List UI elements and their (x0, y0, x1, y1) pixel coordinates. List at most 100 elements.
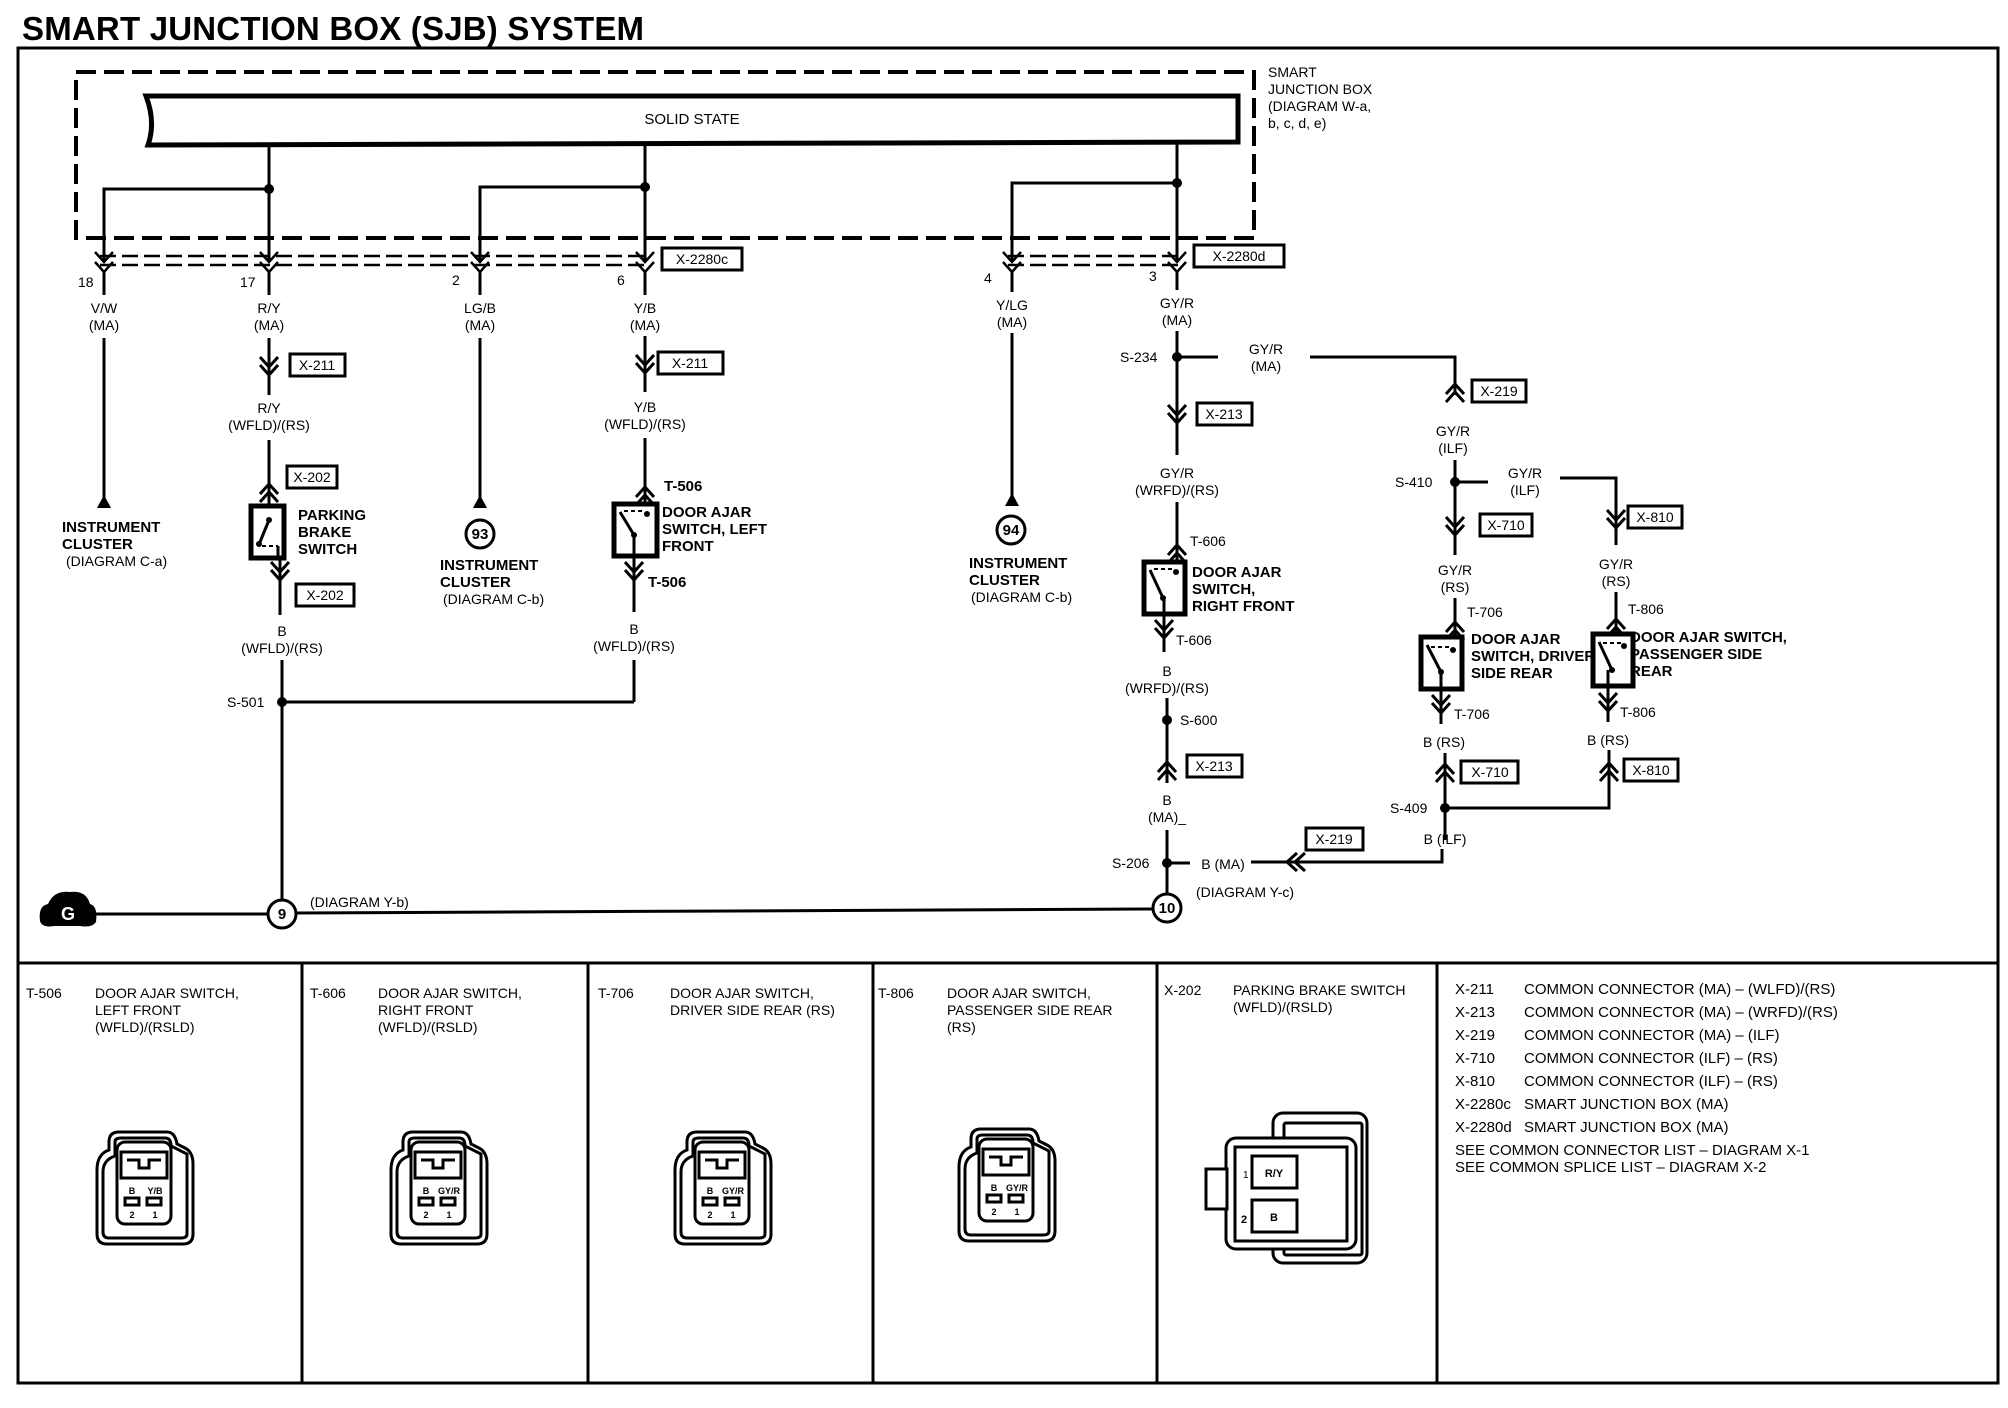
circuit-6: Y/B (MA) X-211 Y/B (WFLD)/(RS) T-506 DOO… (593, 270, 767, 702)
legend-code: X-810 (1455, 1073, 1495, 1090)
legend-desc: COMMON CONNECTOR (ILF) – (RS) (1524, 1050, 1778, 1067)
svg-text:RIGHT FRONT: RIGHT FRONT (1192, 598, 1295, 615)
svg-text:LEFT FRONT: LEFT FRONT (95, 1002, 182, 1018)
circuit-3: GY/R (MA) S-234 GY/R (MA) X-213 GY/R (WR… (1112, 270, 1295, 898)
svg-text:S-600: S-600 (1180, 712, 1218, 728)
solid-state-block (142, 93, 1241, 148)
svg-text:DOOR AJAR: DOOR AJAR (1471, 631, 1561, 648)
connector-x2280c[interactable]: X-2280c (660, 246, 744, 272)
svg-text:(WFLD)/(RS): (WFLD)/(RS) (604, 416, 686, 432)
svg-text:S-409: S-409 (1390, 800, 1428, 816)
legend-code: X-2280d (1455, 1119, 1512, 1136)
svg-text:4: 4 (984, 270, 992, 286)
svg-text:DOOR AJAR SWITCH,: DOOR AJAR SWITCH, (670, 985, 814, 1001)
svg-text:T-706: T-706 (1467, 604, 1503, 620)
svg-text:(MA): (MA) (997, 314, 1027, 330)
svg-text:T-606: T-606 (310, 985, 346, 1001)
pin-number: 1 (730, 1210, 735, 1220)
legend-desc: COMMON CONNECTOR (MA) – (ILF) (1524, 1027, 1780, 1044)
legend-desc: SMART JUNCTION BOX (MA) (1524, 1096, 1728, 1113)
pin-number: 1 (152, 1210, 157, 1220)
circuit-4: Y/LG (MA) 94 INSTRUMENT CLUSTER (DIAGRAM… (969, 270, 1072, 605)
svg-text:PASSENGER SIDE REAR: PASSENGER SIDE REAR (947, 1002, 1112, 1018)
connector-view-t506[interactable]: T-506 DOOR AJAR SWITCH, LEFT FRONT (WFLD… (26, 985, 239, 1035)
connector-x2280d[interactable]: X-2280d (1192, 243, 1286, 269)
svg-text:B (MA): B (MA) (1201, 856, 1245, 872)
ground-bus: G 9 (DIAGRAM Y-b) 10 (DIAGRAM Y-c) (39, 884, 1294, 930)
svg-text:Y/B: Y/B (634, 300, 657, 316)
svg-text:(MA): (MA) (1162, 312, 1192, 328)
legend-code: X-2280c (1455, 1096, 1511, 1113)
svg-text:RIGHT FRONT: RIGHT FRONT (378, 1002, 474, 1018)
svg-text:(WFLD)/(RSLD): (WFLD)/(RSLD) (1233, 999, 1333, 1015)
connector-view-t606[interactable]: T-606 DOOR AJAR SWITCH, RIGHT FRONT (WFL… (310, 985, 522, 1035)
svg-text:SWITCH: SWITCH (298, 541, 357, 558)
connector-view-t706[interactable]: T-706 DOOR AJAR SWITCH, DRIVER SIDE REAR… (598, 985, 835, 1018)
pin-number: 2 (707, 1210, 712, 1220)
svg-text:T-806: T-806 (1628, 601, 1664, 617)
svg-text:DOOR AJAR: DOOR AJAR (1192, 564, 1282, 581)
svg-text:(MA)_: (MA)_ (1148, 809, 1186, 825)
door-ajar-switch-passenger-rear (1590, 631, 1636, 689)
svg-text:R/Y: R/Y (257, 300, 281, 316)
svg-text:X-213: X-213 (1205, 406, 1243, 422)
legend-desc: COMMON CONNECTOR (MA) – (WLFD)/(RS) (1524, 981, 1835, 998)
page-title: SMART JUNCTION BOX (SJB) SYSTEM (22, 10, 645, 47)
connector-face-x202: R/Y B 1 2 (1204, 1111, 1369, 1265)
svg-text:(WFLD)/(RSLD): (WFLD)/(RSLD) (95, 1019, 195, 1035)
svg-text:17: 17 (240, 274, 256, 290)
sjb-label: SMART JUNCTION BOX (DIAGRAM W-a, b, c, d… (1268, 64, 1373, 131)
svg-text:V/W: V/W (91, 300, 118, 316)
svg-text:LG/B: LG/B (464, 300, 496, 316)
svg-text:T-806: T-806 (878, 985, 914, 1001)
pin-wire-label: B (991, 1183, 998, 1193)
svg-text:X-202: X-202 (293, 469, 331, 485)
svg-text:(RS): (RS) (947, 1019, 976, 1035)
pin-wire-label: GY/R (1006, 1183, 1029, 1193)
connector-view-t806[interactable]: T-806 DOOR AJAR SWITCH, PASSENGER SIDE R… (878, 985, 1112, 1035)
svg-text:FRONT: FRONT (662, 538, 714, 555)
svg-text:R/Y: R/Y (257, 400, 281, 416)
svg-text:GY/R: GY/R (1249, 341, 1283, 357)
svg-text:DOOR AJAR SWITCH,: DOOR AJAR SWITCH, (378, 985, 522, 1001)
svg-text:INSTRUMENT: INSTRUMENT (969, 555, 1067, 572)
legend-code: X-211 (1455, 981, 1494, 998)
connector-view-x202[interactable]: X-202 PARKING BRAKE SWITCH (WFLD)/(RSLD) (1164, 982, 1405, 1015)
legend-code: X-213 (1455, 1004, 1495, 1021)
pin-number: 1 (1014, 1207, 1019, 1217)
legend-code: X-219 (1455, 1027, 1495, 1044)
svg-text:GY/R: GY/R (1508, 465, 1542, 481)
legend-code: X-710 (1455, 1050, 1495, 1067)
svg-text:T-606: T-606 (1190, 533, 1226, 549)
svg-text:X-202: X-202 (306, 587, 344, 603)
svg-text:(MA): (MA) (465, 317, 495, 333)
pin-wire-label: GY/R (722, 1186, 745, 1196)
svg-text:T-706: T-706 (1454, 706, 1490, 722)
svg-text:X-810: X-810 (1636, 509, 1674, 525)
svg-text:(DIAGRAM Y-c): (DIAGRAM Y-c) (1196, 884, 1294, 900)
svg-text:X-2280c: X-2280c (676, 251, 728, 267)
svg-text:PARKING: PARKING (298, 507, 366, 524)
svg-text:b, c, d, e): b, c, d, e) (1268, 115, 1326, 131)
solid-state-label: SOLID STATE (644, 111, 739, 128)
svg-text:3: 3 (1149, 268, 1157, 284)
legend-desc: COMMON CONNECTOR (MA) – (WRFD)/(RS) (1524, 1004, 1838, 1021)
svg-text:T-806: T-806 (1620, 704, 1656, 720)
circuit-2: LG/B (MA) 93 INSTRUMENT CLUSTER (DIAGRAM… (440, 270, 544, 607)
svg-text:B: B (277, 623, 286, 639)
svg-text:GY/R: GY/R (1160, 295, 1194, 311)
svg-text:GY/R: GY/R (1438, 562, 1472, 578)
svg-text:DOOR AJAR SWITCH,: DOOR AJAR SWITCH, (1630, 629, 1787, 646)
svg-text:(WFLD)/(RS): (WFLD)/(RS) (228, 417, 310, 433)
splice-s501: S-501 (227, 660, 634, 900)
svg-text:Y/B: Y/B (634, 399, 657, 415)
pin-wire-label: Y/B (147, 1186, 163, 1196)
svg-text:X-202: X-202 (1164, 982, 1202, 998)
svg-text:GY/R: GY/R (1436, 423, 1470, 439)
svg-text:(DIAGRAM C-a): (DIAGRAM C-a) (66, 553, 167, 569)
svg-text:CLUSTER: CLUSTER (440, 574, 511, 591)
svg-text:INSTRUMENT: INSTRUMENT (440, 557, 538, 574)
